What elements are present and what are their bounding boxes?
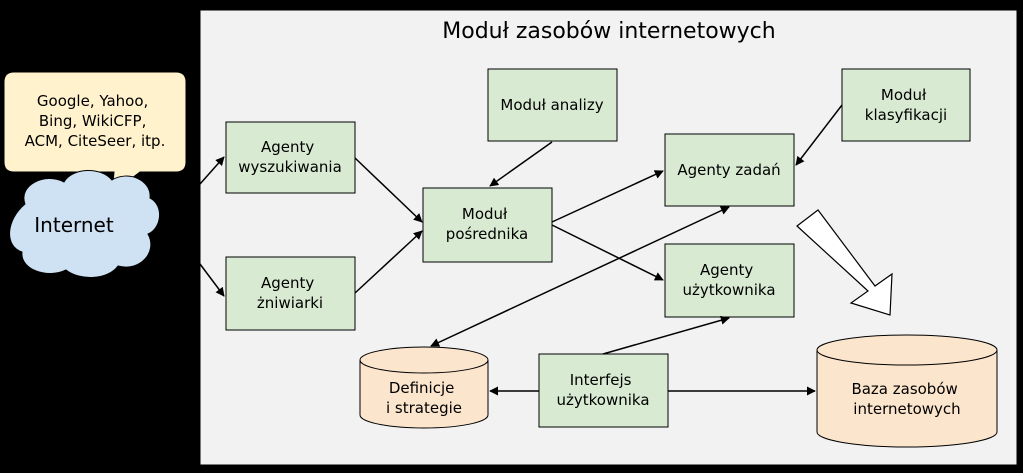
svg-text:Agenty wyszukiwania: Agenty wyszukiwania xyxy=(238,138,342,176)
arrow-analysis-to-broker xyxy=(489,141,553,187)
db-line: Baza zasobów xyxy=(851,380,957,398)
svg-text:Moduł analizy: Moduł analizy xyxy=(500,96,603,114)
sources-line: Google, Yahoo, xyxy=(37,92,148,110)
box-line: pośrednika xyxy=(446,225,528,243)
box-line: użytkownika xyxy=(556,391,649,409)
db-line: i strategie xyxy=(386,399,462,417)
arrow-interface-to-user-agents xyxy=(602,315,730,355)
box-line: Agenty zadań xyxy=(677,161,780,179)
arrow-internet-to-search xyxy=(199,156,225,185)
arrow-internet-to-harvester xyxy=(199,263,225,297)
arrow-harvester-to-broker xyxy=(354,230,423,294)
user-interface-box: Interfejs użytkownika xyxy=(538,353,669,428)
internet-cloud: Internet xyxy=(9,170,160,278)
broker-module-box: Moduł pośrednika xyxy=(422,187,553,263)
box-line: Agenty xyxy=(261,274,314,292)
user-agents-box: Agenty użytkownika xyxy=(664,243,795,318)
box-line: Moduł xyxy=(881,86,927,104)
box-line: Moduł xyxy=(462,205,508,223)
box-line: Agenty xyxy=(261,138,314,156)
svg-text:Definicje i strategie: Definicje i strategie xyxy=(386,379,462,417)
box-line: żniwiarki xyxy=(257,294,323,312)
svg-text:Baza zasobów internetowy: Baza zasobów internetowych xyxy=(851,380,962,418)
db-line: internetowych xyxy=(853,400,960,418)
definitions-database: Definicje i strategie xyxy=(359,346,489,429)
svg-text:Agenty żniwiarki: Agenty żniwiarki xyxy=(257,274,323,312)
db-line: Definicje xyxy=(389,379,455,397)
box-line: klasyfikacji xyxy=(865,106,947,124)
box-line: Agenty xyxy=(700,261,753,279)
svg-text:Interfejs użytkownika: Interfejs użytkownika xyxy=(556,371,649,409)
block-arrow-to-resources xyxy=(796,209,893,316)
classification-module-box: Moduł klasyfikacji xyxy=(841,68,971,142)
sources-callout-text: Google, Yahoo, Bing, WikiCFP, ACM, CiteS… xyxy=(25,92,166,150)
module-title: Moduł zasobów internetowych xyxy=(442,19,775,44)
arrow-search-to-broker xyxy=(354,157,423,223)
task-agents-box: Agenty zadań xyxy=(664,133,795,207)
sources-callout: Google, Yahoo, Bing, WikiCFP, ACM, CiteS… xyxy=(3,71,187,195)
sources-line: ACM, CiteSeer, itp. xyxy=(25,132,166,150)
svg-text:Agenty zadań: Agenty zadań xyxy=(677,161,780,179)
box-line: wyszukiwania xyxy=(238,158,342,176)
analysis-module-box: Moduł analizy xyxy=(487,68,618,142)
sources-line: Bing, WikiCFP, xyxy=(39,112,146,130)
arrow-classification-to-task-agents xyxy=(795,104,843,166)
internet-label: Internet xyxy=(34,213,114,237)
resources-database: Baza zasobów internetowych xyxy=(816,334,998,448)
harvester-agents-box: Agenty żniwiarki xyxy=(225,256,356,331)
search-agents-box: Agenty wyszukiwania xyxy=(225,121,356,194)
box-line: Moduł analizy xyxy=(500,96,603,114)
box-line: użytkownika xyxy=(682,281,775,299)
box-line: Interfejs xyxy=(570,371,632,389)
svg-text:Moduł klasyfikacji: Moduł klasyfikacji xyxy=(865,86,947,124)
arrow-task-agents-definitions-bidirectional xyxy=(430,206,730,347)
